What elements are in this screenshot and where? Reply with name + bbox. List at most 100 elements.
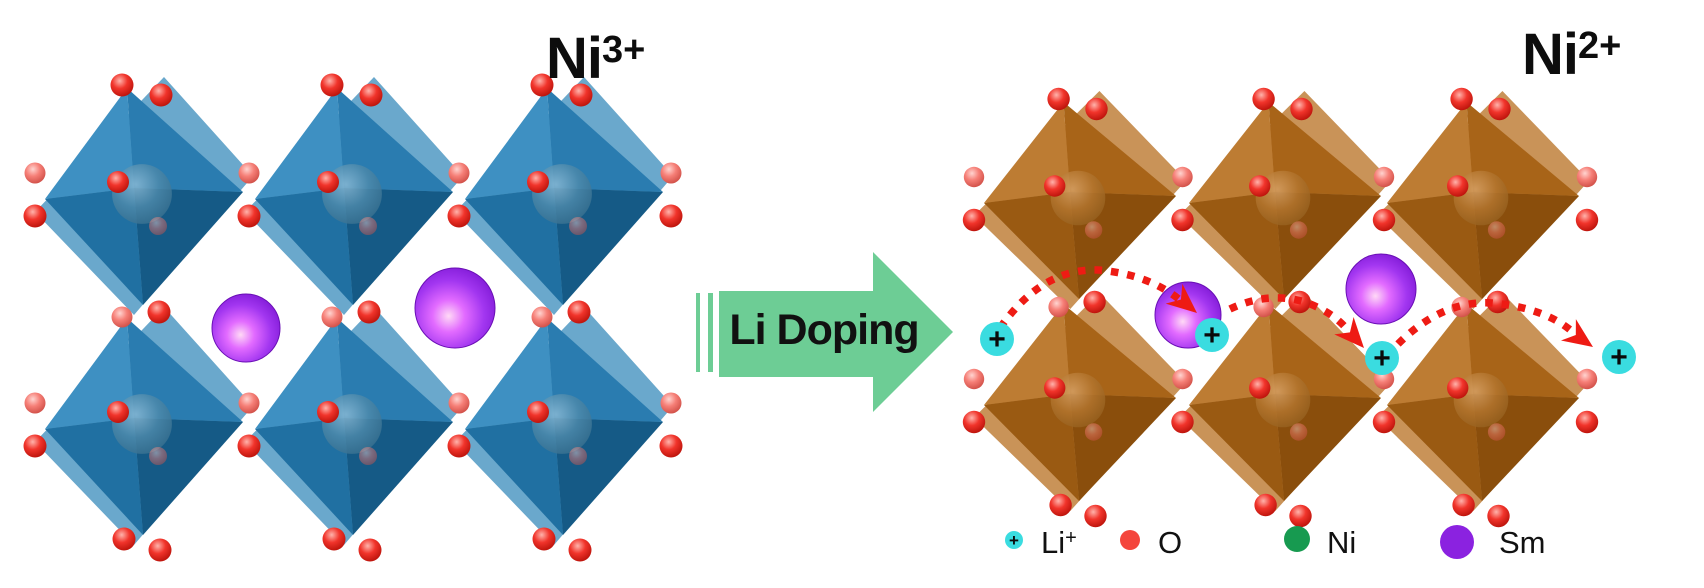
oxygen-atom bbox=[447, 204, 471, 228]
li-migration-arrow bbox=[1228, 294, 1364, 348]
legend-glyph-li: + bbox=[1005, 531, 1023, 550]
right-structure-title: Ni2+ bbox=[1522, 22, 1622, 87]
oxygen-atom bbox=[1290, 97, 1313, 121]
oxygen-atom bbox=[317, 401, 339, 423]
octahedron bbox=[974, 293, 1186, 511]
oxygen-atom bbox=[148, 538, 172, 562]
oxygen-atom bbox=[1452, 493, 1475, 517]
octahedron bbox=[455, 77, 673, 315]
oxygen-atom bbox=[1488, 97, 1511, 121]
oxygen-atom bbox=[569, 83, 593, 107]
oxygen-atom bbox=[24, 392, 46, 414]
oxygen-atom bbox=[448, 392, 470, 414]
left-title-superscript: 3+ bbox=[602, 29, 646, 71]
oxygen-atom bbox=[1447, 377, 1469, 399]
li-migration-arrow bbox=[1395, 299, 1593, 347]
octahedron bbox=[245, 77, 463, 315]
oxygen-atom bbox=[1171, 410, 1194, 434]
svg-text:+: + bbox=[1373, 342, 1391, 375]
oxygen-atom bbox=[1172, 368, 1193, 390]
right-crystal-structure bbox=[962, 87, 1599, 528]
oxygen-atom bbox=[107, 401, 129, 423]
oxygen-atom bbox=[1576, 166, 1598, 188]
oxygen-atom bbox=[531, 306, 553, 328]
oxygen-atom bbox=[1447, 175, 1469, 197]
arrow-speed-stripe bbox=[696, 293, 700, 372]
oxygen-atom bbox=[963, 368, 985, 390]
oxygen-atom bbox=[1252, 87, 1275, 111]
legend-label-ni: Ni bbox=[1327, 525, 1357, 560]
oxygen-atom bbox=[112, 527, 136, 551]
oxygen-atom bbox=[1451, 296, 1472, 318]
octahedron bbox=[35, 307, 253, 545]
oxygen-atom bbox=[23, 204, 47, 228]
oxygen-atom bbox=[359, 217, 377, 235]
oxygen-atom bbox=[358, 538, 382, 562]
oxygen-atom bbox=[359, 447, 377, 465]
oxygen-atom bbox=[527, 171, 549, 193]
oxygen-atom bbox=[1171, 208, 1194, 232]
oxygen-atom bbox=[1083, 290, 1106, 314]
oxygen-atom bbox=[1085, 97, 1108, 121]
oxygen-atom bbox=[1044, 377, 1066, 399]
oxygen-atom bbox=[24, 162, 46, 184]
legend-label-sm: Sm bbox=[1499, 525, 1546, 560]
oxygen-atom bbox=[1487, 504, 1510, 528]
legend-glyph-o bbox=[1120, 530, 1140, 550]
oxygen-atom bbox=[110, 73, 134, 97]
left-structure-title: Ni3+ bbox=[546, 26, 646, 91]
svg-text:+: + bbox=[1610, 341, 1628, 374]
oxygen-atom bbox=[149, 217, 167, 235]
oxygen-atom bbox=[1084, 221, 1103, 239]
oxygen-atom bbox=[107, 171, 129, 193]
octahedron bbox=[1179, 91, 1391, 309]
oxygen-atom bbox=[149, 83, 173, 107]
legend-glyph-ni bbox=[1284, 526, 1310, 552]
oxygen-atom bbox=[1575, 410, 1599, 434]
oxygen-atom bbox=[659, 204, 683, 228]
sm-atom bbox=[414, 267, 496, 349]
legend-label-o: O bbox=[1158, 525, 1183, 560]
oxygen-atom bbox=[1289, 504, 1312, 528]
oxygen-atom bbox=[532, 527, 556, 551]
oxygen-atom bbox=[1487, 221, 1506, 239]
octahedron bbox=[455, 307, 673, 545]
li-ion: + bbox=[1195, 318, 1229, 352]
doping-arrow-label: Li Doping bbox=[729, 306, 919, 354]
svg-text:+: + bbox=[1009, 531, 1019, 550]
sm-atom bbox=[1345, 253, 1417, 325]
right-arrow-icon bbox=[719, 252, 953, 412]
oxygen-atom bbox=[1487, 423, 1506, 441]
oxygen-atom bbox=[317, 171, 339, 193]
oxygen-atom bbox=[359, 83, 383, 107]
left-crystal-structure bbox=[23, 73, 683, 562]
oxygen-atom bbox=[149, 447, 167, 465]
oxygen-atom bbox=[448, 162, 470, 184]
oxygen-atom bbox=[1044, 175, 1066, 197]
li-ion: + bbox=[1365, 341, 1399, 375]
oxygen-atom bbox=[147, 300, 171, 324]
svg-text:+: + bbox=[1203, 319, 1221, 352]
migration-arrowhead-icon bbox=[1334, 317, 1364, 348]
oxygen-atom bbox=[320, 73, 344, 97]
oxygen-atom bbox=[962, 208, 986, 232]
oxygen-atom bbox=[1372, 410, 1396, 434]
octahedron bbox=[974, 91, 1186, 309]
sm-atom bbox=[211, 293, 281, 363]
oxygen-atom bbox=[659, 434, 683, 458]
oxygen-atom bbox=[1450, 87, 1473, 111]
oxygen-atom bbox=[237, 434, 261, 458]
oxygen-atom bbox=[660, 392, 682, 414]
oxygen-atom bbox=[447, 434, 471, 458]
li-migration-arrow bbox=[996, 266, 1197, 331]
li-ion: + bbox=[980, 322, 1014, 356]
oxygen-atom bbox=[963, 166, 985, 188]
oxygen-atom bbox=[23, 434, 47, 458]
oxygen-atom bbox=[1047, 87, 1070, 111]
oxygen-atom bbox=[1084, 423, 1103, 441]
oxygen-atom bbox=[1049, 493, 1072, 517]
oxygen-atom bbox=[111, 306, 133, 328]
li-ion: + bbox=[1602, 340, 1636, 374]
